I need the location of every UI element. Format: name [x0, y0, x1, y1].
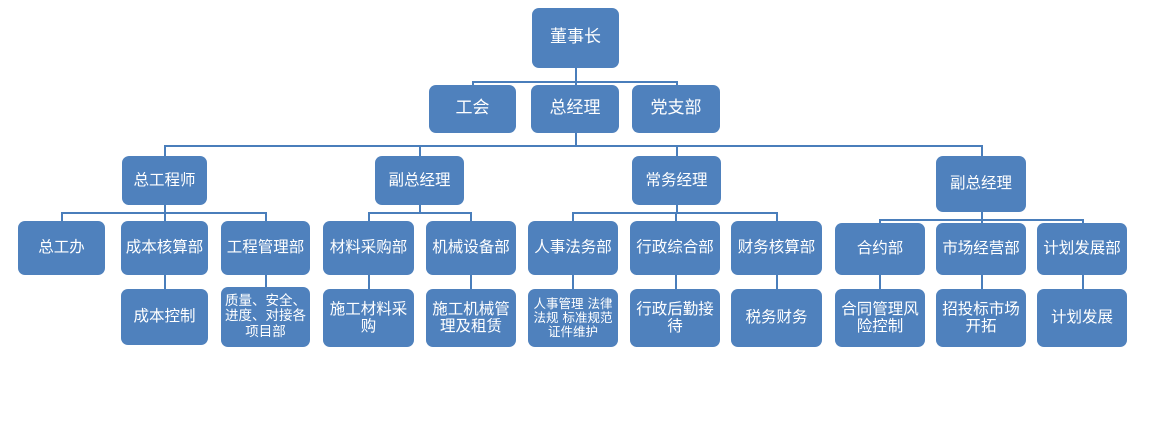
- connector-ce-down: [164, 205, 166, 213]
- connector-deputy-right-up: [981, 145, 983, 156]
- node-union[interactable]: 工会: [429, 85, 516, 133]
- connector-em-child3: [776, 212, 778, 221]
- connector-chief-engineer-up: [164, 145, 166, 156]
- connector-market-down: [981, 275, 983, 289]
- node-plan-development[interactable]: 计划发展: [1037, 289, 1127, 347]
- connector-ce-child3: [265, 212, 267, 221]
- connector-party-up: [676, 81, 678, 86]
- node-tax-finance[interactable]: 税务财务: [731, 289, 822, 347]
- node-contract-mgmt-risk[interactable]: 合同管理风险控制: [835, 289, 925, 347]
- connector-deputy-left-up: [419, 145, 421, 156]
- node-contract-dept[interactable]: 合约部: [835, 223, 925, 275]
- connector-dgl-down: [419, 205, 421, 213]
- connector-machinery-down: [470, 275, 472, 289]
- node-quality-safety[interactable]: 质量、安全、进度、对接各项目部: [221, 287, 310, 347]
- node-general-manager[interactable]: 总经理: [531, 85, 619, 133]
- node-admin-logistics[interactable]: 行政后勤接待: [630, 289, 720, 347]
- node-hr-legal-dept[interactable]: 人事法务部: [528, 221, 618, 275]
- connector-dgr-child2: [981, 219, 983, 223]
- node-chief-engineer[interactable]: 总工程师: [122, 156, 207, 205]
- node-chairman[interactable]: 董事长: [532, 8, 619, 68]
- node-party-branch[interactable]: 党支部: [632, 85, 720, 133]
- connector-em-child1: [572, 212, 574, 221]
- connector-dgl-child2: [470, 212, 472, 221]
- connector-chairman-down: [575, 68, 577, 82]
- node-bidding-market[interactable]: 招投标市场开拓: [936, 289, 1026, 347]
- node-machinery-equipment-dept[interactable]: 机械设备部: [426, 221, 516, 275]
- connector-dgr-child1: [879, 219, 881, 223]
- connector-em-bus: [572, 212, 777, 214]
- connector-ce-child2: [164, 212, 166, 221]
- node-deputy-gm-right[interactable]: 副总经理: [936, 156, 1026, 212]
- node-finance-accounting-dept[interactable]: 财务核算部: [731, 221, 822, 275]
- connector-ce-child1: [61, 212, 63, 221]
- node-chief-engineer-office[interactable]: 总工办: [18, 221, 105, 275]
- connector-executive-up: [676, 145, 678, 156]
- node-hr-management[interactable]: 人事管理 法律法规 标准规范证件维护: [528, 289, 618, 347]
- connector-plan-down: [1082, 275, 1084, 289]
- node-deputy-gm-left[interactable]: 副总经理: [375, 156, 464, 205]
- connector-dgl-bus: [368, 212, 471, 214]
- node-cost-control[interactable]: 成本控制: [121, 289, 208, 345]
- connector-em-child2: [675, 212, 677, 221]
- connector-hr-down: [572, 275, 574, 289]
- node-engineering-mgmt-dept[interactable]: 工程管理部: [221, 221, 310, 275]
- connector-ce-bus: [61, 212, 266, 214]
- node-cost-accounting-dept[interactable]: 成本核算部: [121, 221, 208, 275]
- connector-dgr-down: [981, 212, 983, 220]
- connector-gm-up: [575, 81, 577, 86]
- node-plan-development-dept[interactable]: 计划发展部: [1037, 223, 1127, 275]
- node-executive-manager[interactable]: 常务经理: [632, 156, 721, 205]
- connector-gm-down: [575, 133, 577, 146]
- connector-material-down: [368, 275, 370, 289]
- node-market-operation-dept[interactable]: 市场经营部: [936, 223, 1026, 275]
- connector-level3-bus: [164, 145, 982, 147]
- node-construction-machinery[interactable]: 施工机械管理及租赁: [426, 289, 516, 347]
- connector-dgr-child3: [1082, 219, 1084, 223]
- connector-union-up: [472, 81, 474, 86]
- node-construction-material-purchase[interactable]: 施工材料采购: [323, 289, 414, 347]
- connector-dgl-child1: [368, 212, 370, 221]
- connector-contract-down: [879, 275, 881, 289]
- connector-cost-accounting-down: [164, 275, 166, 289]
- connector-eng-mgmt-down: [265, 275, 267, 289]
- connector-finance-down: [776, 275, 778, 289]
- node-material-purchase-dept[interactable]: 材料采购部: [323, 221, 414, 275]
- connector-admin-down: [675, 275, 677, 289]
- node-admin-general-dept[interactable]: 行政综合部: [630, 221, 720, 275]
- connector-em-down: [676, 205, 678, 213]
